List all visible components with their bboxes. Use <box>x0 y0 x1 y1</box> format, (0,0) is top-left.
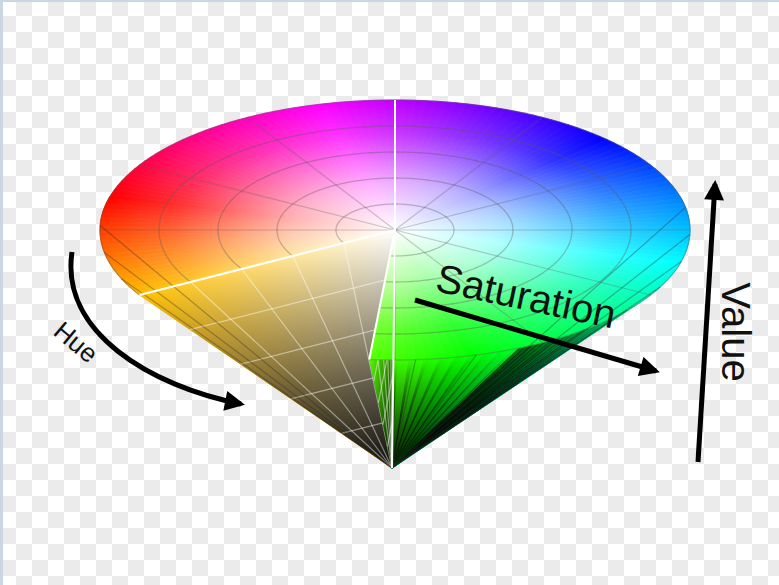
side-fan-line <box>392 207 686 468</box>
side-fan-line <box>121 279 392 468</box>
white-seam-line <box>369 230 395 360</box>
top-radial-line <box>395 229 690 230</box>
side-fan-line <box>392 360 416 468</box>
white-seam-line <box>140 230 395 295</box>
cone-side-shade <box>392 351 503 468</box>
face-grid-line <box>190 278 394 330</box>
top-radial-line <box>394 100 395 230</box>
top-radial-line <box>248 117 396 230</box>
face-grid-line <box>242 269 392 468</box>
hue-arrow <box>71 252 241 404</box>
cone-grid <box>100 100 690 468</box>
side-fan-line <box>392 355 476 468</box>
cone-top-whitening <box>100 100 690 360</box>
axis-label: Value <box>714 282 758 381</box>
top-ring-line <box>100 100 690 360</box>
value-arrow <box>698 184 715 462</box>
side-fan-line <box>392 345 533 468</box>
axis-label: Hue <box>49 316 104 369</box>
axis-label: Saturation <box>432 256 620 337</box>
face-grid-line <box>191 282 392 468</box>
cone-side-shade <box>392 348 517 468</box>
top-radial-line <box>395 117 543 230</box>
cone-side-shade <box>392 357 458 468</box>
cone-top <box>100 100 690 360</box>
side-fan-line <box>104 253 392 468</box>
top-radial-line <box>140 165 395 230</box>
cone-side-shade <box>392 342 544 468</box>
side-fan-line <box>392 235 690 468</box>
top-radial-line <box>100 229 395 230</box>
side-fan-line <box>392 310 627 468</box>
cone-side-shade <box>392 353 488 468</box>
top-radial-line <box>395 165 650 230</box>
side-fan-line <box>392 330 585 468</box>
white-seam-line <box>394 100 396 230</box>
white-seam-line <box>392 230 395 468</box>
side-fan-line <box>100 225 392 468</box>
